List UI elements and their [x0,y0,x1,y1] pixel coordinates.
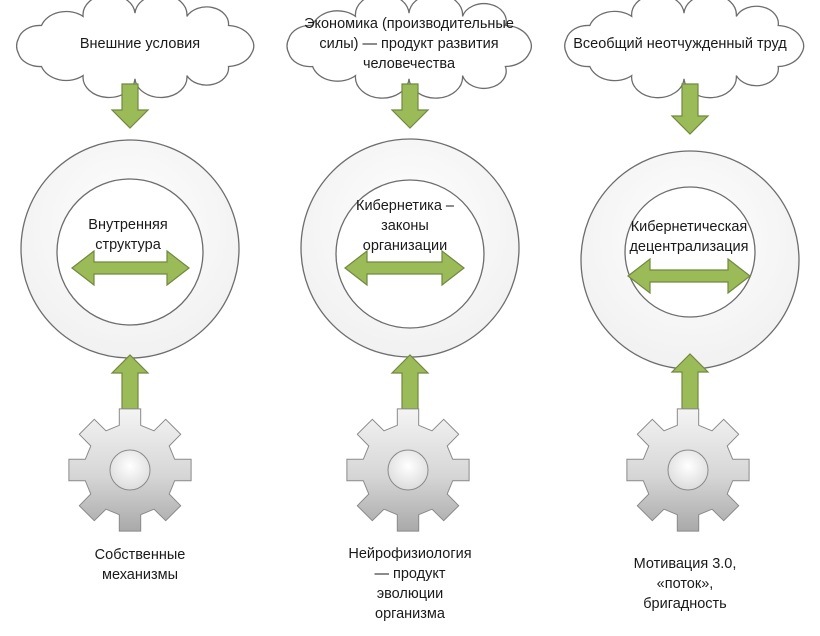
gear-caption-own-mechanisms: Собственные механизмы [94,547,186,583]
up-arrow-icon [670,353,710,410]
gear-caption-motivation: Мотивация 3.0, «поток», бригадность [633,556,737,612]
cloud-shape [564,0,805,99]
down-arrow-icon [110,83,150,129]
double-arrow-icon [71,249,190,287]
cloud-text-external-conditions: Внешние условия [79,36,201,52]
cloud-text-economy: Экономика (производительные силы) — прод… [304,16,514,72]
down-arrow-icon [390,83,430,129]
gear-icon [346,408,470,532]
circle-text-cybernetics: Кибернетика – законы организации [356,198,454,254]
inner-circle [56,178,204,326]
cloud-text-universal-labor: Всеобщий неотчужденный труд [573,36,787,52]
inner-circle [624,186,756,318]
down-arrow-icon [670,83,710,135]
gear-caption-neurophysiology: Нейрофизиология — продукт эволюции орган… [348,546,472,622]
gear-icon [626,408,750,532]
up-arrow-icon [110,354,150,410]
circle-text-internal-structure: Внутренняя структура [88,217,168,253]
double-arrow-icon [344,249,465,287]
up-arrow-icon [390,354,430,410]
circle-text-cybernetic-decentralization: Кибернетическая децентрализация [629,219,749,255]
double-arrow-icon [627,257,751,295]
inner-circle [335,179,485,329]
gear-icon [68,408,192,532]
